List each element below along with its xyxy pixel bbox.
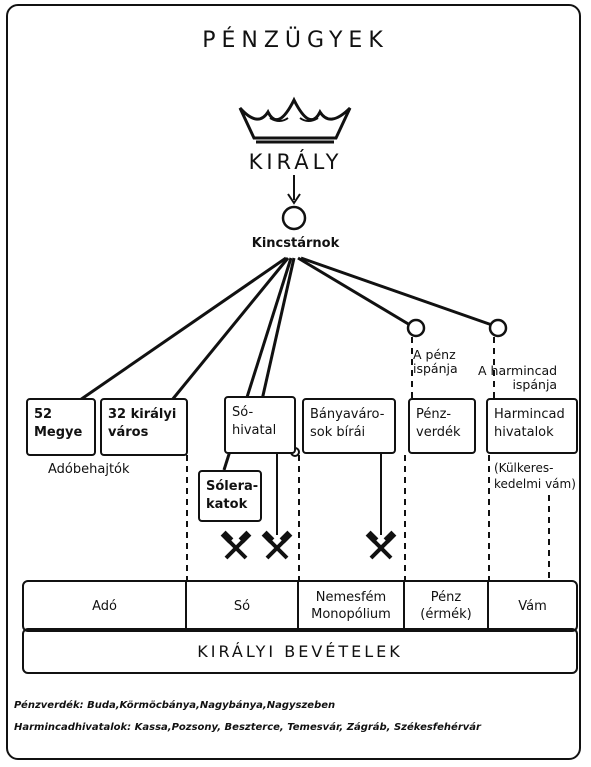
page-title: PÉNZÜGYEK <box>202 28 389 53</box>
footnote-mints: Pénzverdék: Buda,Körmöcbánya,Nagybánya,N… <box>14 700 336 711</box>
royal-revenue-total: KIRÁLYI BEVÉTELEK <box>22 628 578 674</box>
revenue-money: Pénz (érmék) <box>405 582 489 630</box>
thirtieth-ispan-label: A harmincad ispánja <box>478 363 558 392</box>
revenue-customs: Vám <box>518 598 547 614</box>
crossed-hammers-icon <box>261 530 293 560</box>
revenue-row: Adó Só Nemesfém Monopólium Pénz (érmék) … <box>22 580 578 632</box>
county-box: 52 Megye <box>26 398 96 456</box>
frame <box>6 4 581 760</box>
footnote-thirtieth: Harmincadhivatalok: Kassa,Pozsony, Beszt… <box>14 722 481 733</box>
tax-collectors-label: Adóbehajtók <box>48 462 130 477</box>
mining-judges-box: Bányaváro- sok bírái <box>302 398 396 454</box>
royal-towns-box: 32 királyi város <box>100 398 188 456</box>
thirtieth-offices-box: Harmincad hivatalok <box>486 398 578 454</box>
foreign-trade-duty-label: (Külkeres- kedelmi vám) <box>494 461 576 491</box>
mints-box: Pénz- verdék <box>408 398 476 454</box>
mint-ispan-label: A pénz ispánja <box>413 347 458 376</box>
crown-icon <box>238 96 352 144</box>
salt-storage-box: Sólera- katok <box>198 470 262 522</box>
revenue-tax: Adó <box>24 582 187 630</box>
king-label: KIRÁLY <box>248 150 343 174</box>
revenue-precious-metal: Nemesfém Monopólium <box>299 582 405 630</box>
crossed-hammers-icon <box>365 530 397 560</box>
salt-office-box: Só- hivatal <box>224 396 296 454</box>
crossed-hammers-icon <box>220 530 252 560</box>
treasurer-label: Kincstárnok <box>251 236 340 251</box>
revenue-salt: Só <box>187 582 299 630</box>
